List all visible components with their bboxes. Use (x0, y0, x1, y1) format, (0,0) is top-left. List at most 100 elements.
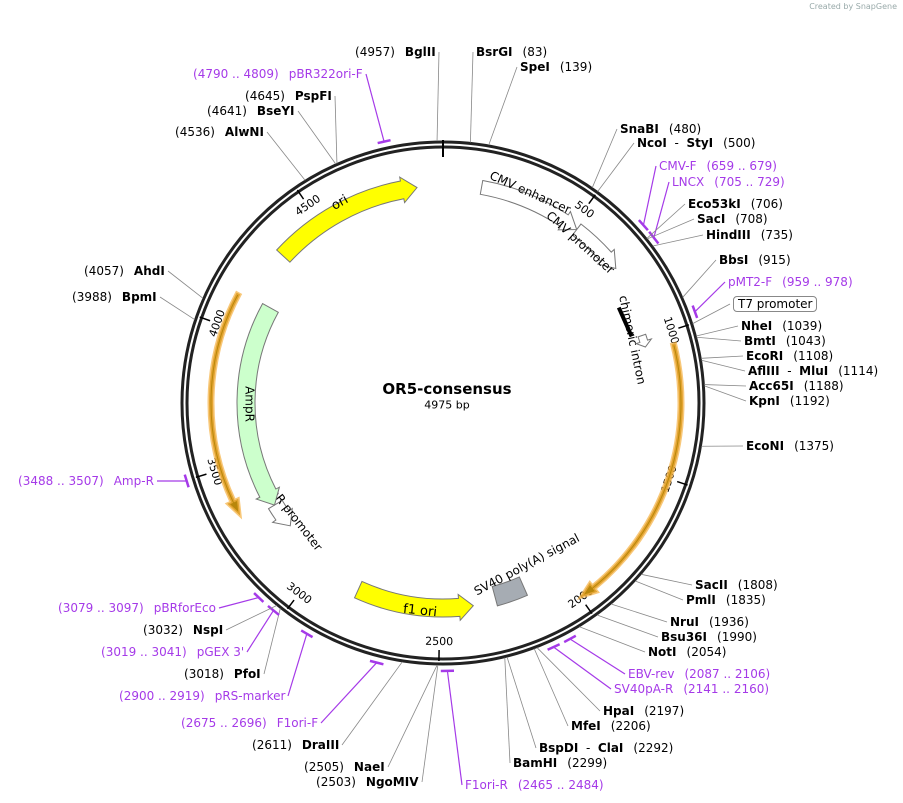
site-position: (3988) (72, 290, 112, 304)
primer-label-lncx[interactable]: LNCX(705 .. 729) (672, 175, 785, 189)
primer-label-pbr322ori-f[interactable]: (4790 .. 4809)pBR322ori-F (193, 67, 363, 81)
feature-label: ori (329, 192, 351, 213)
leader-line (341, 661, 403, 746)
site-name: BseYI (256, 104, 295, 118)
enzyme-site-label-ecori[interactable]: EcoRI(1108) (746, 349, 833, 363)
leader-line (287, 633, 308, 697)
t7-promoter-feature[interactable] (634, 333, 653, 348)
site-name: StyI (686, 136, 714, 150)
enzyme-site-label-econi[interactable]: EcoNI(1375) (746, 439, 834, 453)
primer-label-prs-marker[interactable]: (2900 .. 2919)pRS-marker (119, 689, 285, 703)
primer-binding-mark[interactable] (369, 659, 384, 666)
enzyme-site-label-bmti[interactable]: BmtI(1043) (744, 334, 826, 348)
primer-label-sv40pa-r[interactable]: SV40pA-R(2141 .. 2160) (614, 682, 769, 696)
leader-line (446, 670, 463, 786)
cmv-promoter-feature[interactable] (571, 223, 617, 270)
primer-label-f1ori-r[interactable]: F1ori-R(2465 .. 2484) (465, 778, 604, 792)
orf-arrow[interactable] (207, 290, 243, 520)
enzyme-site-label-noti[interactable]: NotI(2054) (648, 645, 726, 659)
site-name: NcoI (637, 136, 667, 150)
ori-feature[interactable] (275, 176, 418, 263)
enzyme-site-label-hpai[interactable]: HpaI(2197) (603, 704, 684, 718)
enzyme-site-label-spei[interactable]: SpeI(139) (520, 60, 592, 74)
primer-binding-mark[interactable] (691, 305, 699, 319)
leader-line (696, 325, 739, 337)
leader-line (591, 128, 618, 188)
enzyme-site-label-hindiii[interactable]: HindIII(735) (706, 228, 793, 242)
site-position-value: 915 (763, 253, 786, 267)
site-name: MfeI (571, 719, 601, 733)
enzyme-site-label-nhei[interactable]: NheI(1039) (741, 319, 822, 333)
site-position: (1039) (782, 319, 823, 333)
orf-arrow[interactable] (576, 341, 685, 600)
enzyme-site-label-pfoi[interactable]: (3018)PfoI (184, 667, 261, 681)
enzyme-site-label-bsu36i[interactable]: Bsu36I(1990) (661, 630, 757, 644)
scale-tick (585, 604, 593, 615)
primer-binding-mark[interactable] (377, 138, 391, 145)
enzyme-site-label-acc65i[interactable]: Acc65I(1188) (749, 379, 844, 393)
site-position: (3079 .. 3097) (58, 601, 144, 615)
ampr-feature[interactable] (236, 302, 281, 506)
primer-binding-mark[interactable] (563, 634, 577, 644)
primer-binding-mark[interactable] (637, 219, 649, 232)
site-name: EcoRI (746, 349, 784, 363)
leader-line (610, 603, 668, 623)
primer-label-pbrforeco[interactable]: (3079 .. 3097)pBRforEco (58, 601, 216, 615)
site-name: DraIII (301, 738, 340, 752)
site-name: pBR322ori-F (288, 67, 363, 81)
enzyme-site-label-ahdi[interactable]: (4057)AhdI (84, 264, 165, 278)
primer-label-ebv-rev[interactable]: EBV-rev(2087 .. 2106) (628, 667, 770, 681)
enzyme-site-label-bspdi[interactable]: BspDI - ClaI(2292) (539, 741, 674, 755)
primer-binding-mark[interactable] (183, 474, 190, 488)
enzyme-site-label-sacii[interactable]: SacII(1808) (695, 578, 778, 592)
leader-line (642, 165, 657, 226)
enzyme-site-label-pspfi[interactable]: (4645)PspFI (245, 89, 332, 103)
enzyme-site-label-afliii[interactable]: AflIII - MluI(1114) (748, 364, 879, 378)
primer-binding-mark[interactable] (267, 604, 280, 616)
enzyme-site-label-naei[interactable]: (2505)NaeI (304, 760, 385, 774)
primer-label-pmt2-f[interactable]: pMT2-F(959 .. 978) (728, 275, 853, 289)
enzyme-site-label-pmli[interactable]: PmlI(1835) (686, 593, 766, 607)
enzyme-site-label-saci[interactable]: SacI(708) (697, 212, 768, 226)
site-position: (2299) (567, 756, 608, 770)
enzyme-site-label-bpmi[interactable]: (3988)BpmI (72, 290, 157, 304)
plasmid-length: 4975 bp (424, 398, 470, 412)
enzyme-site-label-ncoi[interactable]: NcoI - StyI(500) (637, 136, 756, 150)
leader-line (635, 580, 684, 601)
site-position: (959 .. 978) (782, 275, 853, 289)
enzyme-site-label-draiii[interactable]: (2611)DraIII (252, 738, 339, 752)
primer-label-pgex-3-[interactable]: (3019 .. 3041)pGEX 3' (101, 645, 244, 659)
site-position-value: 3018 (188, 667, 220, 681)
enzyme-site-label-bamhi[interactable]: BamHI(2299) (513, 756, 607, 770)
enzyme-site-label-snabi[interactable]: SnaBI(480) (620, 122, 701, 136)
site-position-value: 2465 .. 2484 (522, 778, 599, 792)
ampr-promoter-feature[interactable] (267, 499, 293, 527)
primer-binding-mark[interactable] (547, 643, 561, 651)
leader-line (553, 646, 612, 690)
enzyme-site-label-bsrgi[interactable]: BsrGI(83) (476, 45, 547, 59)
cmv-enhancer-feature[interactable] (479, 179, 578, 231)
enzyme-site-label-nspi[interactable]: (3032)NspI (143, 623, 223, 637)
enzyme-site-label-bseyi[interactable]: (4641)BseYI (207, 104, 295, 118)
chimeric-intron-bar[interactable] (616, 306, 634, 338)
enzyme-site-label-ngomiv[interactable]: (2503)NgoMIV (316, 775, 419, 789)
leader-line (167, 270, 204, 299)
enzyme-site-label-kpni[interactable]: KpnI(1192) (749, 394, 830, 408)
primer-label-amp-r[interactable]: (3488 .. 3507)Amp-R (18, 474, 154, 488)
feature-label-t7-promoter[interactable]: T7 promoter (733, 296, 818, 312)
enzyme-site-label-eco53ki[interactable]: Eco53kI(706) (688, 197, 783, 211)
primer-binding-mark[interactable] (648, 231, 660, 245)
primer-binding-mark[interactable] (253, 592, 265, 603)
site-name: NruI (670, 615, 699, 629)
primer-label-cmv-f[interactable]: CMV-F(659 .. 679) (659, 159, 777, 173)
enzyme-site-label-alwni[interactable]: (4536)AlwNI (175, 125, 264, 139)
enzyme-site-label-bglii[interactable]: (4957)BglII (355, 45, 436, 59)
enzyme-site-label-mfei[interactable]: MfeI(2206) (571, 719, 651, 733)
enzyme-site-label-bbsi[interactable]: BbsI(915) (719, 253, 791, 267)
primer-label-f1ori-f[interactable]: (2675 .. 2696)F1ori-F (181, 716, 318, 730)
leader-line (596, 614, 659, 638)
primer-binding-mark[interactable] (300, 629, 314, 639)
enzyme-site-label-nrui[interactable]: NruI(1936) (670, 615, 749, 629)
sv40-poly-a-signal-feature[interactable] (491, 576, 529, 607)
f1-ori-feature[interactable] (353, 580, 475, 622)
